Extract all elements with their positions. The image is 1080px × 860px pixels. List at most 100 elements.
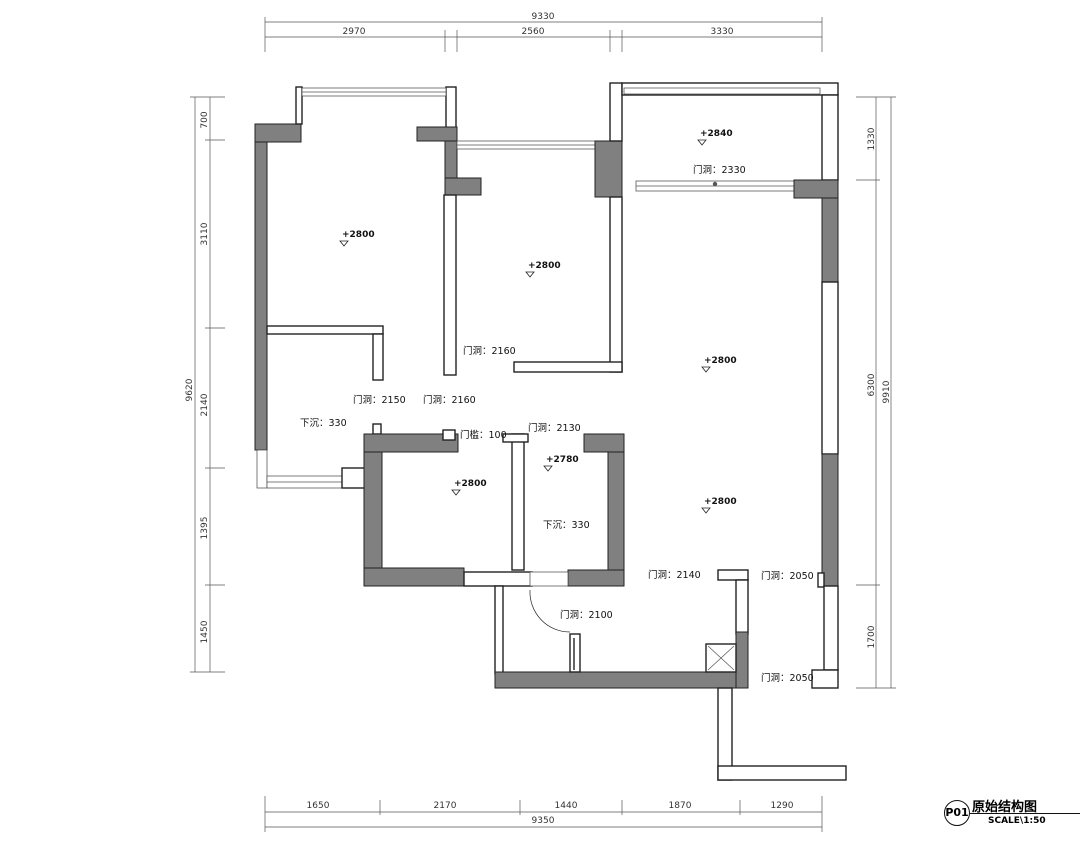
wall-segment [823,585,839,671]
wall-segment [717,765,847,781]
wall-segment [363,433,459,453]
column [793,179,839,199]
wall-segment [463,571,533,587]
wall-segment [442,429,456,441]
wall-segment [511,433,525,571]
wall-segment [513,361,623,373]
dim-top-total: 9330 [532,12,555,22]
door-opening-label: 门洞：2140 [648,569,701,581]
dim-bottom-seg: 1290 [771,801,794,811]
level-marker: +2840 [697,129,733,146]
dim-right-seg: 1700 [867,625,877,648]
dim-left-seg: 3110 [200,222,210,245]
window [256,449,268,489]
level-marker: +2800 [701,356,737,373]
wall-segment [295,86,303,125]
window [529,571,569,587]
wall-segment [607,451,625,587]
dimension-top: 9330 2970 2560 3330 [264,12,823,52]
svg-text:+2800: +2800 [704,497,737,507]
svg-text:+2840: +2840 [700,129,733,139]
wall-segment [717,569,749,581]
wall-segment [609,82,623,142]
dim-top-seg: 3330 [711,27,734,37]
dim-left-seg: 2140 [200,393,210,416]
column [416,126,458,142]
svg-text:+2800: +2800 [454,479,487,489]
column [594,140,623,198]
wall-segment [817,572,825,588]
dim-bottom-seg: 1650 [307,801,330,811]
level-marker: +2800 [451,479,487,496]
dim-left-seg: 700 [200,111,210,128]
dim-left-seg: 1395 [200,517,210,540]
dim-bottom-total: 9350 [532,816,555,826]
window [623,87,821,95]
door-opening-label: 门洞：2160 [423,394,476,406]
wall-segment [363,451,383,571]
door-opening-label: 门洞：2100 [560,609,613,621]
dim-left-total: 9620 [185,378,195,401]
door-opening-label: 门洞：2150 [353,394,406,406]
wall-segment [372,333,384,381]
wall-segment [363,567,465,587]
drawing-scale: SCALE\1:50 [988,816,1046,826]
wall-segment [569,633,581,673]
dimension-left: 700 3110 2140 1395 1450 9620 [185,96,225,673]
wall-segment [494,585,504,675]
door-opening-label: 门洞：2050 [761,570,814,582]
level-marker: +2780 [543,455,579,472]
dimension-bottom: 1650 2170 1440 1870 1290 9350 [264,796,823,832]
dimension-right: 1330 6300 1700 9910 [856,96,896,689]
dim-top-seg: 2970 [343,27,366,37]
dim-bottom-seg: 1440 [555,801,578,811]
door-opening-label: 门洞：2330 [693,164,746,176]
sunken-label: 下沉：330 [543,520,590,531]
wall-segment [341,467,367,489]
drawing-title: 原始结构图 [972,800,1038,815]
wall-segment [494,671,746,689]
svg-text:+2800: +2800 [342,230,375,240]
dim-right-seg: 1330 [867,127,877,150]
wall-segment [821,94,839,181]
door-opening-label: 门洞：2050 [761,672,814,684]
door-opening-label: 门洞：2130 [528,422,581,434]
level-marker: +2800 [339,230,375,247]
wall-segment [821,197,839,283]
sunken-label: 下沉：330 [300,418,347,429]
column [254,123,302,143]
dim-left-seg: 1450 [200,620,210,643]
wall-segment [811,669,839,689]
wall-segment [735,579,749,635]
annotations: 门洞：2330 门洞：2160 门洞：2150 门洞：2160 下沉：330 门… [300,164,814,684]
wall-segment [502,433,529,443]
level-markers: +2800 +2800 +2840 +2800 +2800 +2780 +280… [339,129,737,514]
wall-segment [443,194,457,376]
marker-dot [712,181,718,187]
wall-segment [266,325,384,335]
dim-right-total: 9910 [882,380,892,403]
level-marker: +2800 [525,261,561,278]
wall-segment [445,86,457,130]
wall-segment [609,196,623,373]
level-marker: +2800 [701,497,737,514]
dim-top-seg: 2560 [522,27,545,37]
wall-segment [372,423,382,435]
svg-text:+2800: +2800 [704,356,737,366]
dim-bottom-seg: 2170 [434,801,457,811]
walls [254,82,847,781]
wall-segment [254,141,268,451]
title-underline [970,813,1080,814]
wall-segment [821,281,839,455]
dim-right-seg: 6300 [867,373,877,396]
column [444,177,482,196]
wall-segment [821,453,839,587]
threshold-label: 门槛：100 [460,429,507,441]
wall-segment [583,433,625,453]
dim-bottom-seg: 1870 [669,801,692,811]
wall-segment [735,631,749,689]
svg-text:+2800: +2800 [528,261,561,271]
wall-segment [567,569,625,587]
door-opening-label: 门洞：2160 [463,345,516,357]
